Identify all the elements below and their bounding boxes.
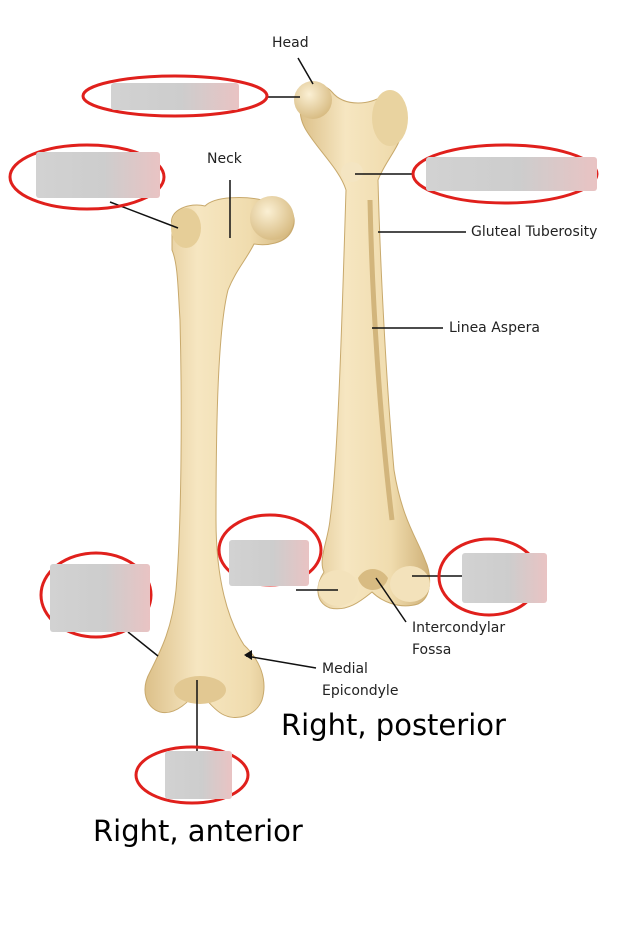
leader-lines — [109, 57, 466, 770]
label-medial: Medial — [322, 661, 368, 677]
leader-medial-epicondyle — [245, 655, 317, 669]
hidden-answer-box[interactable] — [36, 152, 160, 198]
caption-right-anterior: Right, anterior — [93, 814, 303, 848]
label-intercondylar: Intercondylar — [412, 620, 506, 636]
greater-trochanter-anterior — [171, 208, 201, 248]
medial-condyle-posterior — [318, 570, 358, 606]
greater-trochanter-posterior — [372, 90, 408, 146]
hidden-answer-box[interactable] — [426, 157, 597, 191]
label-epicondyle: Epicondyle — [322, 683, 399, 699]
hidden-answer-box[interactable] — [165, 751, 232, 799]
linea-aspera-ridge — [367, 199, 395, 521]
leader-head — [297, 57, 314, 85]
label-gluteal-tuberosity: Gluteal Tuberosity — [471, 224, 598, 240]
circle-greater-trochanter-blank — [8, 143, 166, 211]
label-fossa: Fossa — [412, 642, 452, 658]
hidden-answer-box[interactable] — [229, 540, 309, 586]
arrow-medial-epicondyle — [244, 650, 252, 660]
posterior-femur-body — [299, 84, 431, 610]
leader-intercondylar-fossa — [375, 577, 407, 623]
lateral-condyle-posterior — [390, 566, 430, 602]
anterior-femoral-head — [250, 196, 294, 240]
circle-lateral-epicondyle-blank — [39, 551, 153, 639]
anterior-femur-body — [144, 197, 295, 718]
circle-patellar-surface-blank — [134, 745, 250, 805]
posterior-femoral-head — [294, 81, 332, 119]
posterior-femur — [294, 81, 431, 610]
label-neck: Neck — [207, 151, 242, 167]
lesser-trochanter-posterior — [341, 162, 363, 182]
hidden-answer-box[interactable] — [462, 553, 547, 603]
leader-lateral-epicondyle-blank — [127, 631, 159, 657]
circle-lesser-trochanter-blank — [411, 143, 599, 205]
hidden-answer-box[interactable] — [50, 564, 150, 632]
hidden-answer-box[interactable] — [111, 83, 239, 110]
label-linea-aspera: Linea Aspera — [449, 320, 540, 336]
caption-right-posterior: Right, posterior — [281, 708, 506, 742]
anterior-femur — [144, 196, 295, 718]
label-head: Head — [272, 35, 309, 51]
patellar-surface — [174, 676, 226, 704]
circle-head-blank — [81, 74, 269, 118]
